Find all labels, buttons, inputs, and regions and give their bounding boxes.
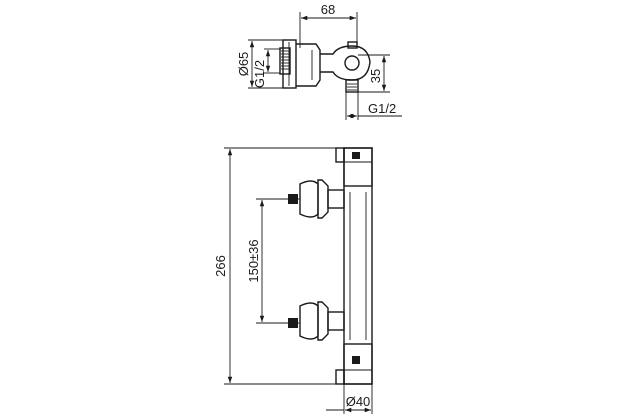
upper-connector-nut: [327, 189, 345, 209]
lower-connector-body: [299, 302, 319, 340]
height-dimension-label: 35: [368, 69, 383, 83]
spacing-label: 150±36: [246, 239, 261, 282]
top-cap: [343, 147, 373, 187]
bottom-cap-mark: [352, 356, 360, 364]
left-nut-hatch: [281, 50, 289, 70]
connector-body: [296, 43, 321, 87]
lower-connector-nut: [327, 311, 345, 331]
total-height-label: 266: [213, 255, 228, 277]
mixer-tube: [343, 147, 373, 385]
upper-connector: [317, 179, 329, 219]
left-thread-label: G1/2: [252, 60, 267, 88]
outlet-hatch: [347, 83, 357, 91]
width-dimension-label: 68: [321, 2, 335, 17]
upper-connector-body: [299, 180, 319, 218]
wall-plate: [282, 39, 297, 89]
bottom-cap: [343, 343, 373, 385]
valve-body-center: [344, 55, 360, 71]
lower-inlet-nut: [288, 318, 298, 328]
top-wall-tab: [335, 147, 345, 163]
upper-inlet-nut: [288, 194, 298, 204]
valve-stem: [347, 41, 358, 49]
diameter-dimension-label: Ø65: [236, 52, 251, 77]
right-thread-label: G1/2: [368, 101, 396, 116]
top-cap-mark: [352, 152, 360, 159]
valve-body-outline: [320, 45, 371, 81]
top-view: 68 Ø65: [236, 2, 402, 120]
left-nut: [279, 47, 291, 75]
outlet-nut: [345, 79, 359, 93]
body-diameter-label: Ø40: [346, 394, 371, 409]
front-view: 266 150±36 Ø40: [213, 147, 373, 414]
lower-connector: [317, 301, 329, 341]
bottom-wall-tab: [335, 369, 345, 385]
